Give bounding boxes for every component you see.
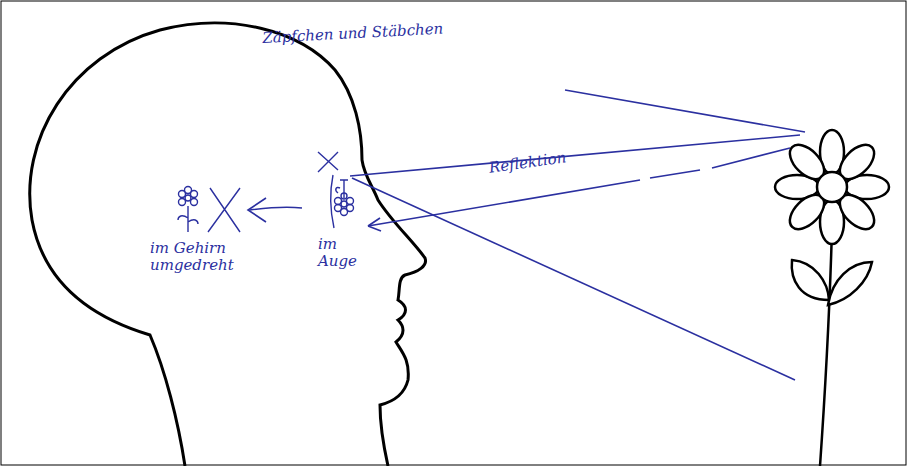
brain-image xyxy=(178,187,240,233)
handwritten-label: Zäpfchen und Stäbchen xyxy=(262,18,493,47)
handwritten-label: im Auge xyxy=(318,236,373,271)
handwritten-label: Reflektion xyxy=(488,142,619,177)
head-outline xyxy=(30,23,426,466)
handwritten-label: im Gehirn umgedreht xyxy=(150,240,260,275)
light-rays xyxy=(350,90,805,380)
eye-to-brain-arrow xyxy=(248,198,302,222)
eye-image xyxy=(318,152,354,228)
flower xyxy=(775,130,889,466)
